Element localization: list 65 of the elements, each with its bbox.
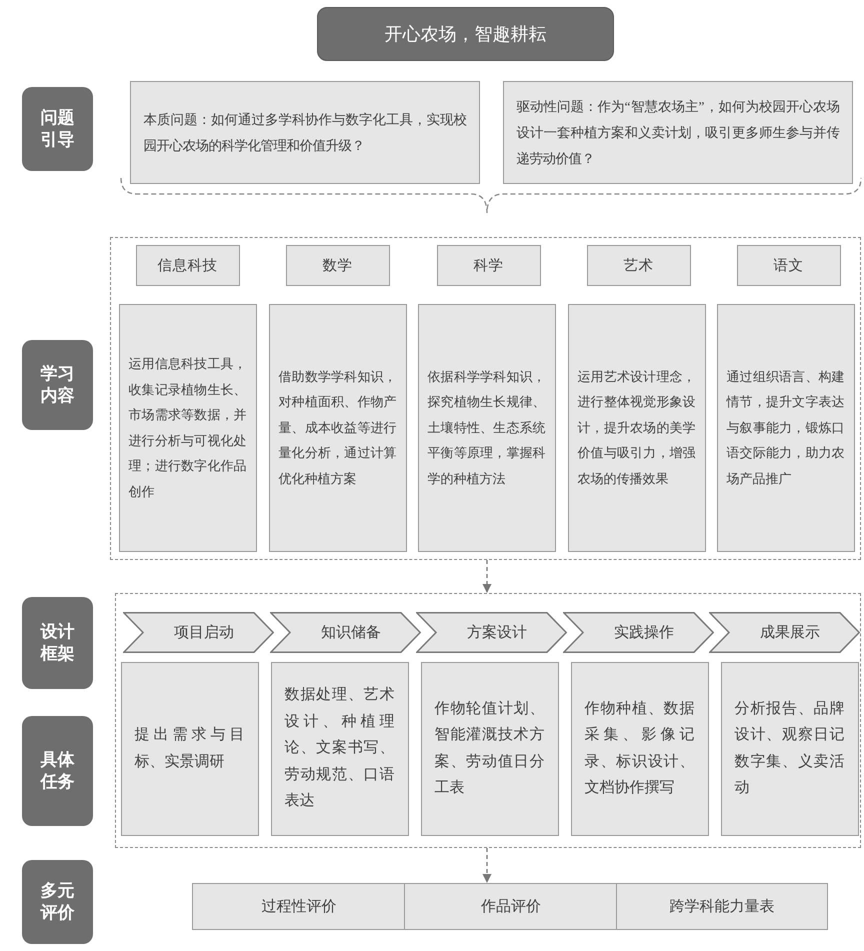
task-text: 提出需求与目标、实景调研 [134,726,244,772]
step-label: 实践操作 [613,624,674,642]
task-card [120,662,258,836]
step-label: 知识储备 [320,624,381,642]
step-label: 方案设计 [466,623,527,642]
section-label: 问题引导 [40,107,76,151]
content-card [418,304,556,552]
section-tag [22,860,93,944]
process-step [708,612,860,652]
subject-label: 数学 [322,256,352,274]
task-card [720,662,858,836]
evaluation-label: 作品评价 [480,898,541,916]
dashed-frame [115,593,861,848]
evaluation-cell [192,883,406,930]
evaluation-label: 过程性评价 [261,898,336,916]
process-step [562,612,714,652]
section-label: 学习内容 [40,363,76,407]
subject-box [286,244,390,286]
evaluation-cell [404,883,618,930]
section-label: 具体任务 [40,749,76,793]
title-text: 开心农场，智趣耕耘 [384,23,546,46]
section-tag [22,597,93,689]
section-tag [22,87,93,171]
subject-box [436,244,540,286]
subject-box [736,244,840,286]
subject-label: 艺术 [624,256,654,274]
section-tag [22,716,93,826]
step-label: 项目启动 [173,623,234,642]
subject-label: 语文 [774,256,804,274]
arrow [482,848,492,883]
question-box [503,81,853,184]
task-card [270,662,408,836]
content-text: 运用艺术设计理念，进行整体视觉形象设计，提升农场的美学价值与吸引力，增强农场的传播效果 [578,368,696,488]
subject-box [586,244,690,286]
task-card [570,662,708,836]
process-step [122,612,274,652]
subject-label: 信息科技 [158,256,218,274]
task-text: 数据处理、艺术设计、种植理论、文案书写、劳动规范、口语表达 [284,686,394,812]
question-text: 驱动性问题：作为“智慧农场主”，如何为校园开心农场设计一套种植方案和义卖计划，吸引更多师生参与并传递劳动价值？ [516,98,840,168]
content-card [568,304,706,552]
question-text: 本质问题：如何通过多学科协作与数字化工具，实现校园开心农场的科学化管理和价值升级？ [144,110,466,154]
subject-label: 科学 [474,256,504,274]
section-label: 设计框架 [40,621,76,665]
content-text: 运用信息科技工具，收集记录植物生长、市场需求等数据，并进行分析与可视化处理；进行数字化作品创作 [128,355,246,500]
content-card [118,304,256,552]
task-text: 作物种植、数据采集、影像记录、标识设计、文档协作撰写 [584,700,694,798]
evaluation-cell [616,883,828,930]
subject-box [136,244,240,286]
question-box [130,81,480,184]
process-step [416,612,566,652]
process-step [270,612,420,652]
content-card [716,304,854,552]
section-tag [22,340,93,430]
task-text: 分析报告、品牌设计、观察日记数字集、义卖活动 [734,700,844,798]
task-text: 作物轮值计划、智能灌溉技术方案、劳动值日分工表 [434,700,544,798]
task-card [420,662,558,836]
content-text: 依据科学学科知识，探究植物生长规律、土壤特性、生态系统平衡等原理，掌握科学的种植方法 [428,368,546,488]
dashed-frame [110,237,861,560]
content-text: 通过组织语言、构建情节，提升文字表达与叙事能力，锻炼口语交际能力，助力农场产品推广 [726,368,844,488]
content-text: 借助数学学科知识，对种植面积、作物产量、成本收益等进行量化分析，通过计算优化种植方案 [278,368,396,488]
arrow [482,560,492,593]
content-card [268,304,406,552]
evaluation-label: 跨学科能力量表 [670,898,774,916]
section-label: 多元评价 [40,880,76,924]
step-label: 成果展示 [759,624,820,642]
